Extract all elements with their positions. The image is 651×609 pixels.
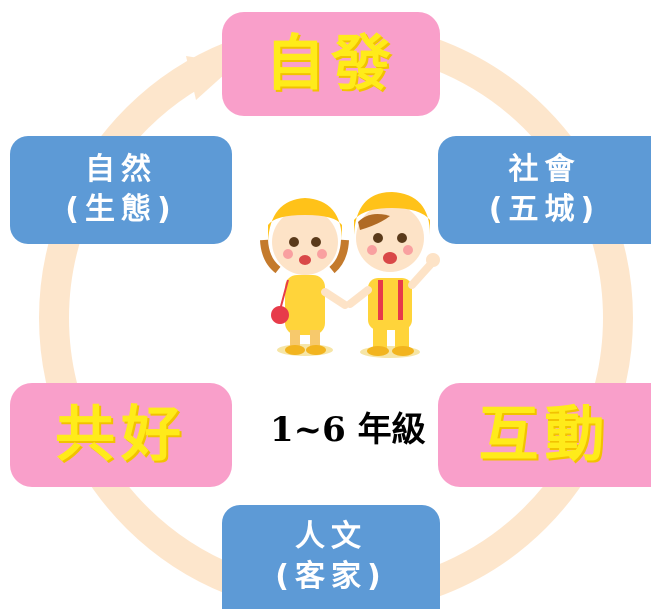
node-humanities-line2: (客家) <box>275 559 387 594</box>
node-nature: 自然 (生態) <box>10 136 232 244</box>
node-zifa: 自發 <box>222 12 440 116</box>
node-society: 社會 (五城) <box>438 136 651 244</box>
children-illustration <box>260 192 440 358</box>
node-hudong-label: 互動 <box>478 400 611 470</box>
node-zifa-label: 自發 <box>265 29 397 99</box>
node-humanities: 人文 (客家) <box>222 505 440 609</box>
node-nature-line1: 自然 <box>85 151 157 187</box>
node-nature-line2: (生態) <box>65 192 177 227</box>
boy-figure <box>346 192 440 358</box>
grade-range-label: 1~6 年級 <box>270 410 426 450</box>
node-gonghao: 共好 <box>10 383 232 487</box>
node-hudong: 互動 <box>438 383 651 487</box>
node-society-line2: (五城) <box>488 192 601 227</box>
node-society-line1: 社會 <box>508 151 581 187</box>
node-humanities-line1: 人文 <box>295 518 367 554</box>
node-gonghao-label: 共好 <box>55 400 187 470</box>
girl-figure <box>260 198 349 356</box>
